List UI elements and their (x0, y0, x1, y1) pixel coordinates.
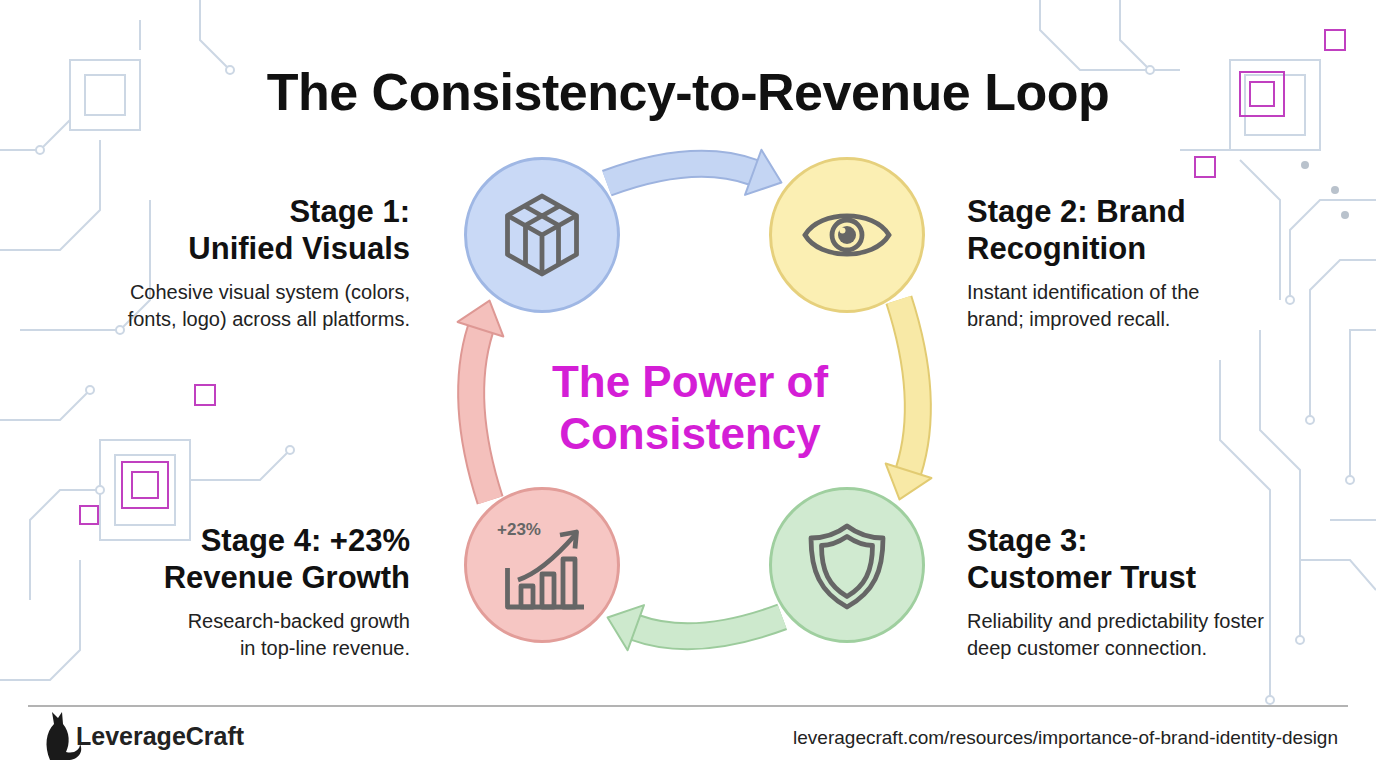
diagram-title: The Consistency-to-Revenue Loop (0, 62, 1376, 122)
loop-arrow (608, 605, 783, 650)
cube-icon (467, 160, 617, 310)
chart-icon (467, 490, 617, 640)
brand-name: LeverageCraft (76, 722, 244, 751)
loop-arrow (886, 300, 932, 500)
stage-heading: Stage 4: +23% Revenue Growth (159, 522, 410, 596)
stage-heading: Stage 3: Customer Trust (967, 522, 1201, 596)
stage-description: Instant identification of the brand; imp… (967, 279, 1204, 333)
stage-circle: Stage 2: Brand RecognitionInstant identi… (769, 157, 925, 313)
icon-value: +23% (497, 520, 541, 540)
stage-description: Research-backed growth in top-line reven… (183, 608, 410, 662)
stage-circle: Stage 4: +23% Revenue GrowthResearch-bac… (464, 487, 620, 643)
stage-circle: Stage 3: Customer TrustReliability and p… (769, 487, 925, 643)
stage-heading: Stage 2: Brand Recognition (967, 193, 1249, 267)
loop-arrow (607, 150, 782, 195)
eye-icon (772, 160, 922, 310)
loop-arrow (458, 301, 504, 501)
stage-circle: Stage 1: Unified VisualsCohesive visual … (464, 157, 620, 313)
shield-icon (772, 490, 922, 640)
stage-heading: Stage 1: Unified Visuals (184, 193, 410, 267)
source-url: leveragecraft.com/resources/importance-o… (793, 727, 1338, 749)
stage-description: Cohesive visual system (colors, fonts, l… (123, 279, 410, 333)
center-label: The Power of Consistency (520, 356, 860, 460)
stage-description: Reliability and predictability foster de… (967, 608, 1267, 662)
